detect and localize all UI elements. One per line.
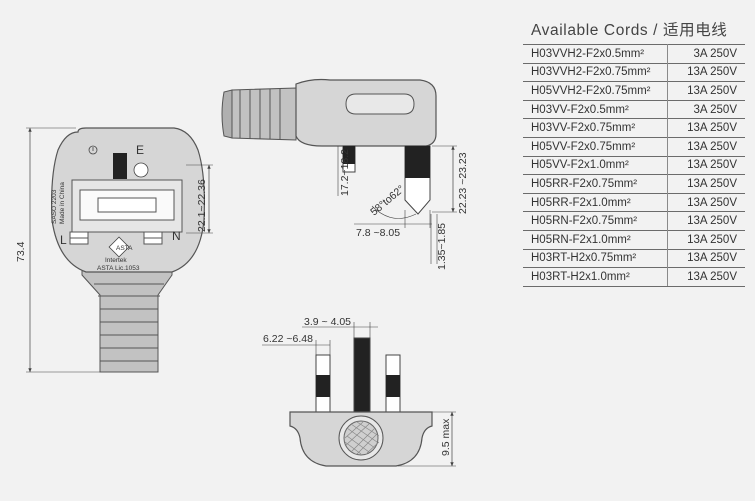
cord-model: H03RT-H2x0.75mm² [523, 248, 668, 268]
cord-rating: 13A 250V [667, 118, 745, 138]
asta-mark-icon [108, 236, 130, 258]
cord-model: H05RR-F2x1.0mm² [523, 192, 668, 212]
bsi-mark-icon [133, 162, 149, 178]
earth-label: E [136, 143, 144, 157]
cords-title: Available Cords / 适用电线 [531, 22, 728, 39]
cord-rating: 13A 250V [667, 136, 745, 157]
cord-model: H05RN-F2x0.75mm² [523, 211, 668, 231]
cord-model: H05RN-F2x1.0mm² [523, 229, 668, 250]
cord-exit-icon [338, 415, 384, 461]
cord-model: H05VV-F2x0.75mm² [523, 136, 668, 157]
cord-model: H03VVH2-F2x0.75mm² [523, 62, 668, 82]
bottom-pin-width-dim: 3.9 ~ 4.05 [304, 316, 351, 328]
cord-model: H05VVH2-F2x0.75mm² [523, 81, 668, 101]
saso-marking: SASO 2203 [51, 189, 58, 224]
asta-marking: ASTA Lic.1053 [97, 265, 140, 272]
made-in-marking: Made in China [59, 182, 66, 224]
angle-dim: 58°to62° [368, 183, 407, 218]
side-cord-sleeve [221, 87, 297, 141]
cord-rating: 13A 250V [667, 155, 745, 175]
cord-rating: 13A 250V [667, 248, 745, 268]
svg-text:ASTA: ASTA [116, 245, 133, 252]
cord-model: H03VV-F2x0.75mm² [523, 118, 668, 138]
neutral-label: N [172, 229, 181, 243]
depth-max-dim: 9.5 max [440, 418, 452, 456]
cord-model: H03VVH2-F2x0.5mm² [523, 44, 668, 64]
front-view: ASTA E L N SASO 2203 Made in China Inter… [15, 127, 213, 373]
cord-model: H05VV-F2x1.0mm² [523, 155, 668, 175]
pin-thickness-dim: 1.35~1.85 [436, 223, 448, 270]
cord-rating: 13A 250V [667, 211, 745, 231]
cord-model: H03VV-F2x0.5mm² [523, 99, 668, 119]
cord-model: H05RR-F2x0.75mm² [523, 174, 668, 194]
fuse-cover [71, 179, 183, 233]
bottom-view: 3.9 ~ 4.05 6.22 ~6.48 9.5 max [262, 316, 456, 467]
pin-length-dim: 17.2~18.2 [339, 149, 351, 196]
cord-rating: 13A 250V [667, 62, 745, 82]
cord-rating: 13A 250V [667, 174, 745, 194]
bottom-pins [315, 337, 401, 414]
bottom-pin-offset-dim: 6.22 ~6.48 [263, 333, 313, 345]
pin-width-dim: 7.8 ~8.05 [356, 227, 400, 239]
cord-rating: 13A 250V [667, 229, 745, 250]
width-dim: 22.1~22.36 [196, 179, 208, 232]
cord-model: H03RT-H2x1.0mm² [523, 267, 668, 287]
overall-length-dim: 73.4 [15, 241, 27, 262]
intertek-marking: Intertek [105, 257, 127, 264]
cord-rating: 3A 250V [667, 44, 745, 64]
cord-rating: 3A 250V [667, 99, 745, 119]
cord-rating: 13A 250V [667, 267, 745, 287]
front-cord-sleeve [81, 267, 173, 373]
available-cords-panel: Available Cords / 适用电线 H03VVH2-F2x0.5mm²… [523, 18, 745, 287]
live-label: L [60, 233, 67, 247]
cord-rating: 13A 250V [667, 192, 745, 212]
side-view: 17.2~18.2 22.23 ~23.23 58°to62° 7.8 ~8.0… [221, 78, 469, 270]
earth-pin-front [113, 153, 127, 179]
earth-pin-length-dim: 22.23 ~23.23 [457, 152, 469, 214]
cord-rating: 13A 250V [667, 81, 745, 101]
